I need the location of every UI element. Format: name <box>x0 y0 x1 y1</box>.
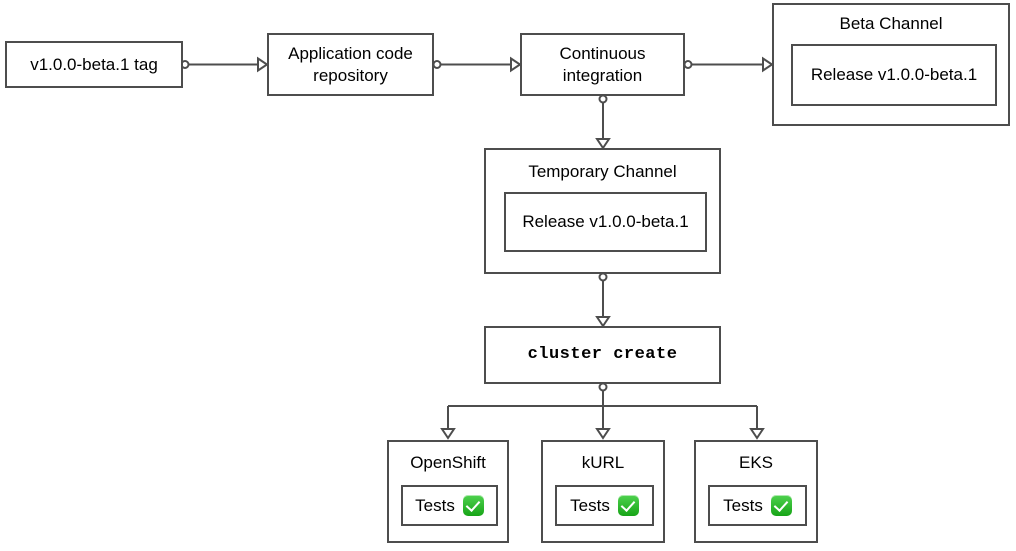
node-application-code-repository[interactable]: Application code repository <box>267 33 434 96</box>
node-application-code-repository-label: Application code repository <box>288 44 413 85</box>
node-kurl-title: kURL <box>581 453 625 472</box>
beta-channel-release-box[interactable]: Release v1.0.0-beta.1 <box>791 44 997 106</box>
node-eks-title: EKS <box>738 453 774 472</box>
node-continuous-integration[interactable]: Continuous integration <box>520 33 685 96</box>
node-openshift[interactable]: OpenShift Tests <box>387 440 509 543</box>
openshift-tests-box[interactable]: Tests <box>401 485 498 526</box>
node-cluster-create[interactable]: cluster create <box>484 326 721 384</box>
temporary-channel-release-label: Release v1.0.0-beta.1 <box>522 212 689 232</box>
node-continuous-integration-label: Continuous integration <box>559 44 646 85</box>
green-check-icon <box>770 495 792 516</box>
green-check-icon <box>617 495 639 516</box>
edge-tag-to-repo <box>180 56 269 73</box>
edge-ci-to-temporary-channel <box>595 94 611 150</box>
node-temporary-channel[interactable]: Temporary Channel Release v1.0.0-beta.1 <box>484 148 721 274</box>
node-beta-channel-title: Beta Channel <box>839 14 943 33</box>
node-beta-channel[interactable]: Beta Channel Release v1.0.0-beta.1 <box>772 3 1010 126</box>
kurl-tests-box[interactable]: Tests <box>555 485 654 526</box>
node-kurl[interactable]: kURL Tests <box>541 440 665 543</box>
eks-tests-box[interactable]: Tests <box>708 485 807 526</box>
node-temporary-channel-title: Temporary Channel <box>528 162 677 181</box>
edge-ci-to-beta-channel <box>683 56 774 73</box>
openshift-tests-label: Tests <box>415 495 455 515</box>
node-openshift-title: OpenShift <box>410 453 486 472</box>
temporary-channel-release-box[interactable]: Release v1.0.0-beta.1 <box>504 192 707 252</box>
eks-tests-label: Tests <box>723 495 763 515</box>
edge-cluster-create-branch <box>440 382 765 440</box>
node-eks[interactable]: EKS Tests <box>694 440 818 543</box>
beta-channel-release-label: Release v1.0.0-beta.1 <box>810 65 978 85</box>
edge-repo-to-ci <box>432 56 522 73</box>
kurl-tests-label: Tests <box>570 495 610 515</box>
node-cluster-create-label: cluster create <box>527 345 678 365</box>
node-version-tag-label: v1.0.0-beta.1 tag <box>30 54 158 74</box>
edge-temporary-channel-to-cluster-create <box>595 272 611 328</box>
green-check-icon <box>462 495 484 516</box>
node-version-tag[interactable]: v1.0.0-beta.1 tag <box>5 41 183 88</box>
